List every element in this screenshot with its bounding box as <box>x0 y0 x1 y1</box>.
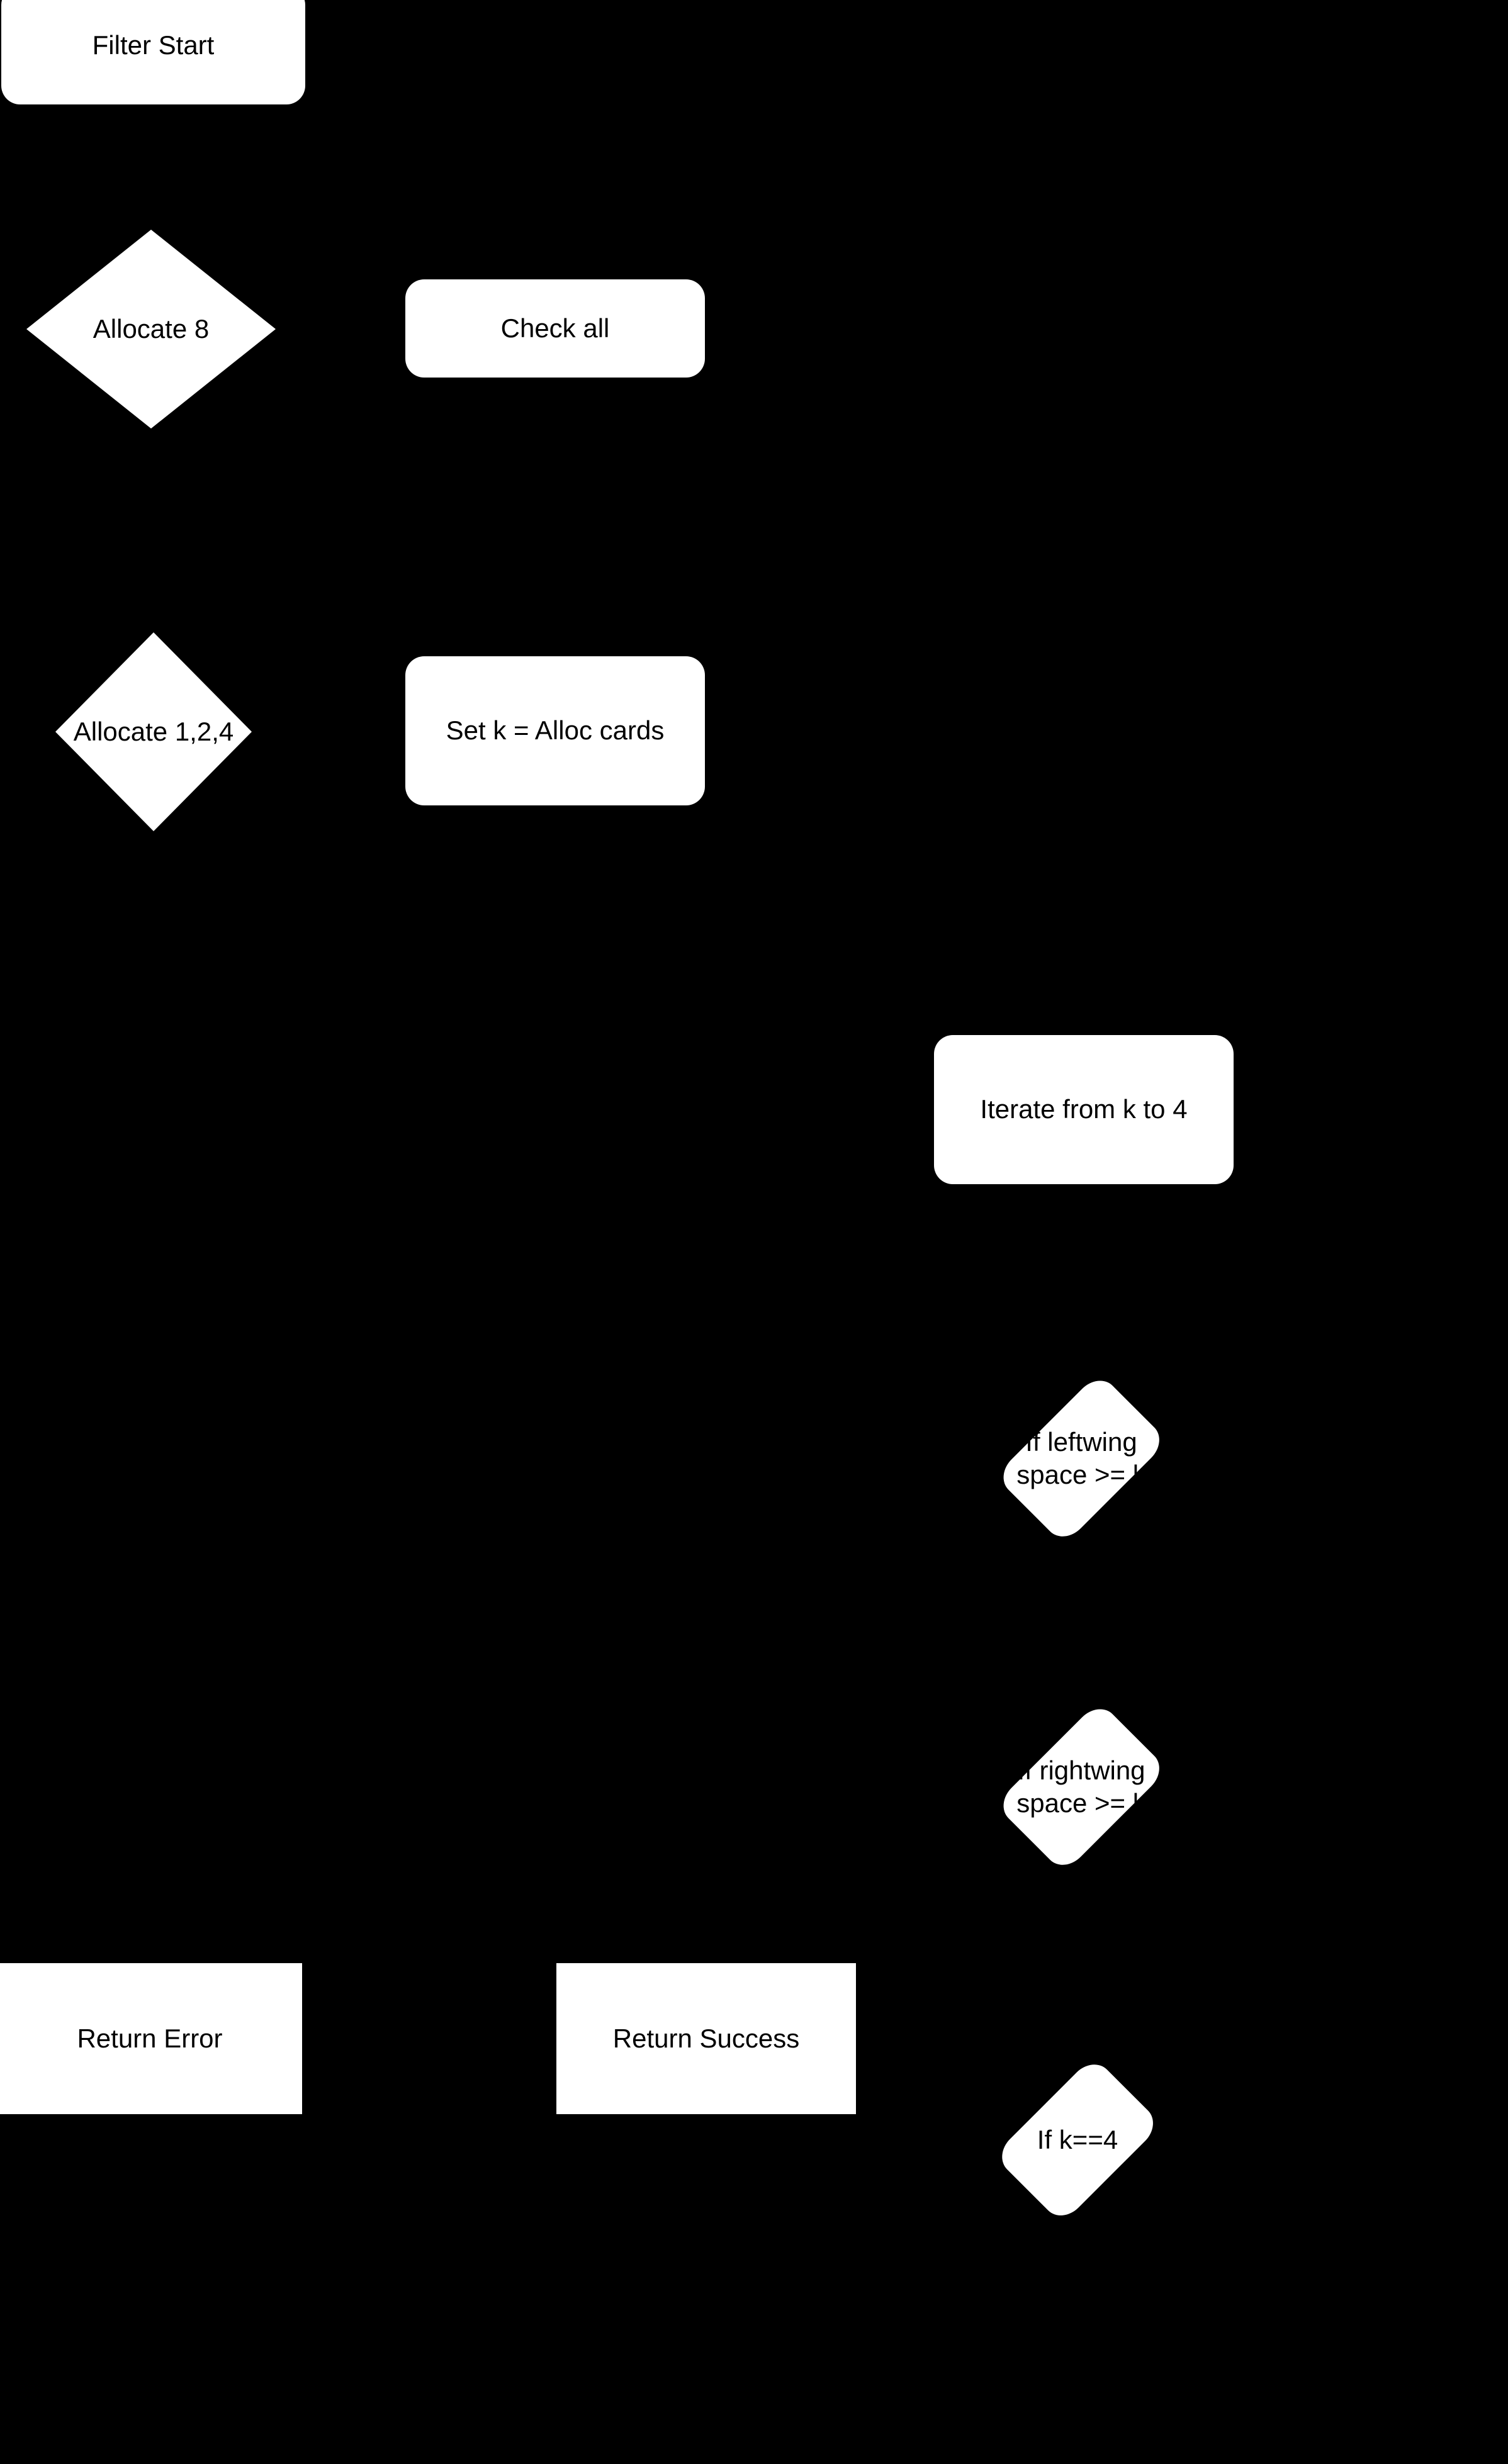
node-set-k[interactable]: Set k = Alloc cards <box>405 656 705 805</box>
node-if-rightwing-space-label: If rightwing space >= k <box>1016 1755 1146 1818</box>
node-return-success[interactable]: Return Success <box>556 1963 856 2114</box>
node-if-k-equals-4[interactable]: If k==4 <box>993 2049 1162 2231</box>
node-allocate-8[interactable]: Allocate 8 <box>26 230 276 428</box>
node-iterate-k-to-4-label: Iterate from k to 4 <box>980 1094 1188 1124</box>
node-set-k-label: Set k = Alloc cards <box>446 715 665 746</box>
node-allocate-1-2-4[interactable]: Allocate 1,2,4 <box>55 632 252 831</box>
node-check-all-label: Check all <box>500 313 610 343</box>
node-if-rightwing-space[interactable]: If rightwing space >= k <box>994 1693 1168 1881</box>
node-return-error-label: Return Error <box>77 2023 223 2053</box>
node-return-error[interactable]: Return Error <box>0 1963 302 2114</box>
node-if-leftwing-space[interactable]: If leftwing space >= k <box>994 1364 1168 1553</box>
node-return-success-label: Return Success <box>612 2023 800 2053</box>
node-filter-start[interactable]: Filter Start <box>1 0 305 104</box>
node-if-k-equals-4-label: If k==4 <box>1037 2124 1118 2154</box>
node-allocate-1-2-4-label: Allocate 1,2,4 <box>73 716 234 746</box>
node-iterate-k-to-4[interactable]: Iterate from k to 4 <box>934 1035 1234 1184</box>
node-check-all[interactable]: Check all <box>405 279 705 378</box>
node-if-leftwing-space-label: If leftwing space >= k <box>1016 1426 1146 1490</box>
node-filter-start-label: Filter Start <box>92 30 215 60</box>
node-allocate-8-label: Allocate 8 <box>93 313 210 344</box>
